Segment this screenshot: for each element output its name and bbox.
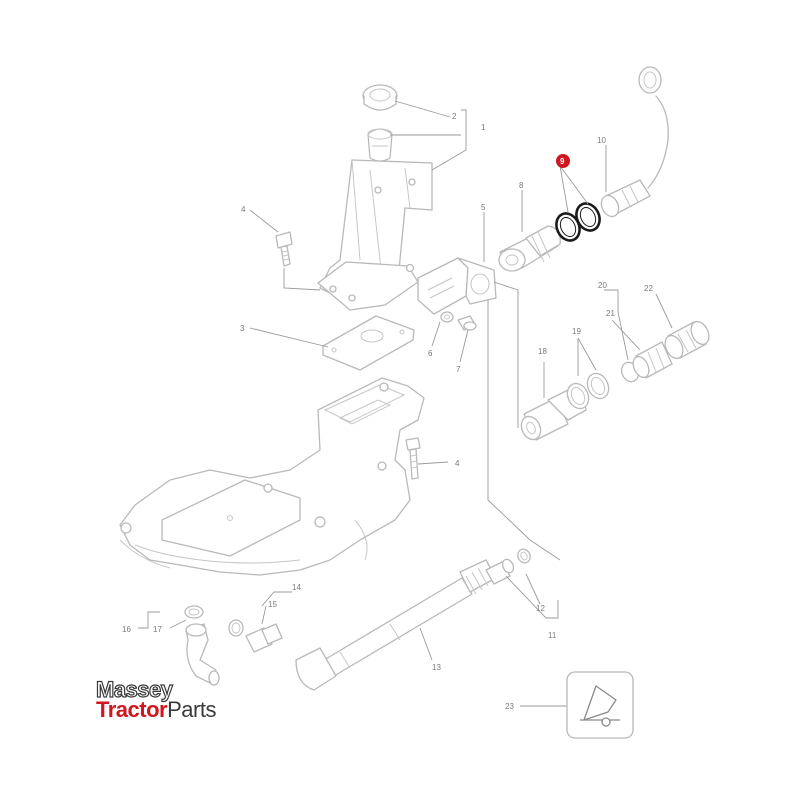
callout-9-highlight-badge: [556, 154, 570, 168]
adapter-fitting: [620, 341, 673, 383]
callout-13: 13: [432, 663, 441, 672]
mounting-bracket: [417, 257, 497, 315]
reference-icon-box: [566, 671, 634, 739]
callout-7: 7: [456, 365, 461, 374]
nut-washer: [440, 311, 454, 323]
callout-4-upper: 4: [241, 205, 246, 214]
logo-line-tractorparts: TractorParts: [96, 697, 216, 722]
callout-19: 19: [572, 327, 581, 336]
male-adapter: [228, 619, 283, 653]
logo-line-massey: Massey: [95, 677, 173, 702]
callout-2: 2: [452, 112, 457, 121]
callout-17: 17: [153, 625, 162, 634]
hydraulic-hose: [295, 559, 497, 691]
callout-14: 14: [292, 583, 301, 592]
coupler-body: [498, 225, 561, 272]
elbow-fitting: [184, 605, 220, 686]
massey-tractor-parts-logo: Massey TractorParts: [95, 677, 216, 722]
callout-3: 3: [240, 324, 245, 333]
bolt-lower: [405, 437, 421, 480]
callout-9: 9: [560, 157, 565, 166]
callout-10: 10: [597, 136, 606, 145]
callout-18: 18: [538, 347, 547, 356]
callout-labels: 1 2 3 4 4 5 6 7 8 9 10 11 12 13 14 15 16…: [122, 112, 653, 711]
callout-21: 21: [606, 309, 615, 318]
logo-word-tractor: Tractor: [96, 697, 168, 722]
knob-cap: [362, 84, 398, 162]
callout-8: 8: [519, 181, 524, 190]
leader-lines: [138, 100, 673, 707]
quick-coupler: [520, 389, 587, 441]
logo-word-parts: Parts: [167, 697, 216, 722]
dust-cap: [600, 66, 669, 218]
small-bolt: [457, 315, 477, 331]
nut-fitting: [664, 320, 710, 360]
callout-16: 16: [122, 625, 131, 634]
o-ring-set-highlighted: [555, 202, 601, 242]
callout-20: 20: [598, 281, 607, 290]
callout-1: 1: [481, 123, 486, 132]
straight-fitting: [485, 548, 531, 585]
callout-4-lower: 4: [455, 459, 460, 468]
callout-12: 12: [536, 604, 545, 613]
callout-15: 15: [268, 600, 277, 609]
callout-11: 11: [548, 631, 557, 640]
bolt-upper: [275, 231, 293, 267]
callout-22: 22: [644, 284, 653, 293]
callout-5: 5: [481, 203, 486, 212]
callout-23: 23: [505, 702, 514, 711]
gasket-plate: [322, 315, 415, 371]
pedestal-bracket: [317, 159, 433, 311]
callout-6: 6: [428, 349, 433, 358]
transmission-housing: [119, 377, 425, 576]
o-ring-pair: [566, 372, 610, 410]
